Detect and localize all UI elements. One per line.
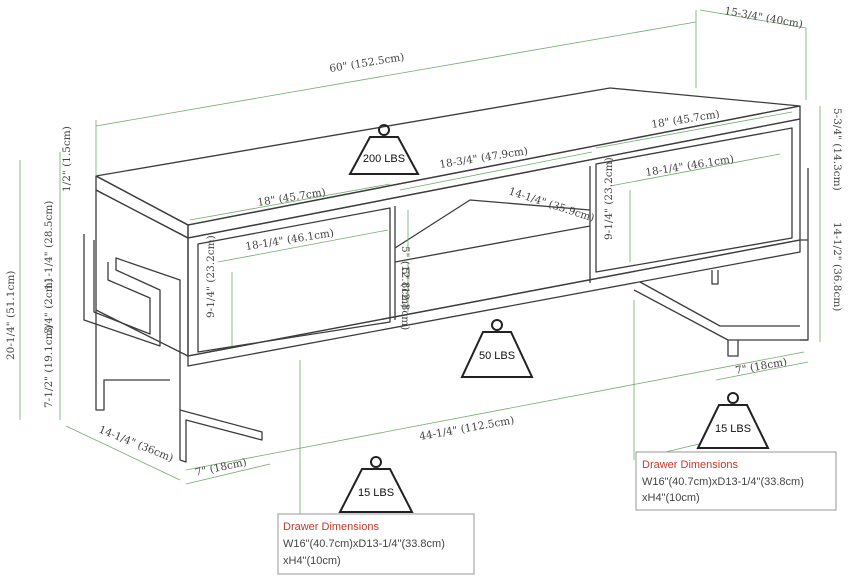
weight-15-left-icon: 15 LBS [338, 456, 414, 513]
right-drawer-dimension-box: Drawer Dimensions W16"(40.7cm)xD13-1/4"(… [635, 451, 837, 511]
left-drawer-width-label: 18" (45.7cm) [257, 186, 327, 209]
tv-stand-drawing [83, 87, 809, 463]
left-box-title: Drawer Dimensions [283, 521, 379, 533]
lower-shelf-label: 5" (12.8cm) [399, 268, 411, 330]
right-box-title: Drawer Dimensions [642, 459, 738, 471]
left-drawer-dimension-box: Drawer Dimensions W16"(40.7cm)xD13-1/4"(… [277, 513, 475, 575]
weight-50-icon: 50 LBS [460, 319, 534, 378]
right-box-line1: W16"(40.7cm)xD13-1/4"(33.8cm) [642, 476, 804, 488]
dimension-lines [19, 9, 821, 520]
leg-height-label: 7-1/2" (19.1cm) [43, 325, 55, 408]
right-foot-inner [639, 281, 800, 327]
right-side-height-label: 14-1/2" (36.8cm) [831, 222, 843, 311]
base-span-label: 44-1/4" (112.5cm) [418, 414, 515, 443]
middle-shelf-back [394, 199, 591, 249]
right-drawer-width-label: 18" (45.7cm) [651, 108, 721, 131]
left-leg-outer [83, 234, 181, 460]
right-foot-label: 7" (18cm) [734, 356, 788, 377]
width-total-label: 60" (152.5cm) [329, 51, 406, 75]
right-back-leg [711, 270, 719, 285]
left-drawer [197, 207, 391, 353]
right-drawer-inner-label: 18-1/4" (46.1cm) [645, 153, 735, 179]
top-side-edge [95, 175, 189, 239]
weight-15-right-icon: 15 LBS [696, 392, 770, 449]
left-box-line2: xH4"(10cm) [283, 555, 341, 567]
body-height-label: 11-1/4" (28.5cm) [43, 201, 55, 290]
weight-200-icon: 200 LBS [348, 124, 420, 175]
left-leg-inner [93, 240, 151, 335]
weight-200-label: 200 LBS [363, 153, 405, 165]
middle-depth-label: 14-1/4" (35.9cm) [507, 185, 596, 224]
right-top-gap-label: 5-3/4" (14.3cm) [831, 108, 843, 191]
overall-height-label: 20-1/4" (51.1cm) [5, 271, 17, 360]
left-back-leg [95, 310, 170, 411]
left-foot [179, 409, 263, 463]
right-leg-post [800, 239, 809, 341]
top-front-edge [187, 105, 801, 239]
left-depth-label: 14-1/4" (36cm) [97, 424, 175, 465]
base-gap-label: 3/4" (2cm) [43, 278, 55, 334]
weight-15-right-label: 15 LBS [715, 423, 751, 435]
left-drawer-height-label: 9-1/4" (23.2cm) [205, 235, 217, 318]
weight-50-label: 50 LBS [479, 350, 515, 362]
top-surface [95, 87, 801, 226]
middle-shelf-front [394, 225, 591, 263]
right-drawer [595, 127, 793, 273]
top-thickness-label: 1/2" (1.5cm) [61, 126, 73, 192]
weight-15-left-label: 15 LBS [358, 487, 394, 499]
left-box-line1: W16"(40.7cm)xD13-1/4"(33.8cm) [283, 538, 445, 550]
bottom-panel [187, 239, 801, 367]
right-foot [633, 289, 808, 341]
right-box-line2: xH4"(10cm) [642, 492, 700, 504]
right-front-foot-pad [727, 340, 739, 357]
depth-total-label: 15-3/4" (40cm) [723, 5, 803, 31]
left-drawer-inner-label: 18-1/4" (46.1cm) [245, 227, 335, 253]
right-drawer-height-label: 9-1/4" (23.2cm) [603, 157, 615, 240]
upper-shelf-label: 5" (12.8cm) [399, 246, 411, 308]
